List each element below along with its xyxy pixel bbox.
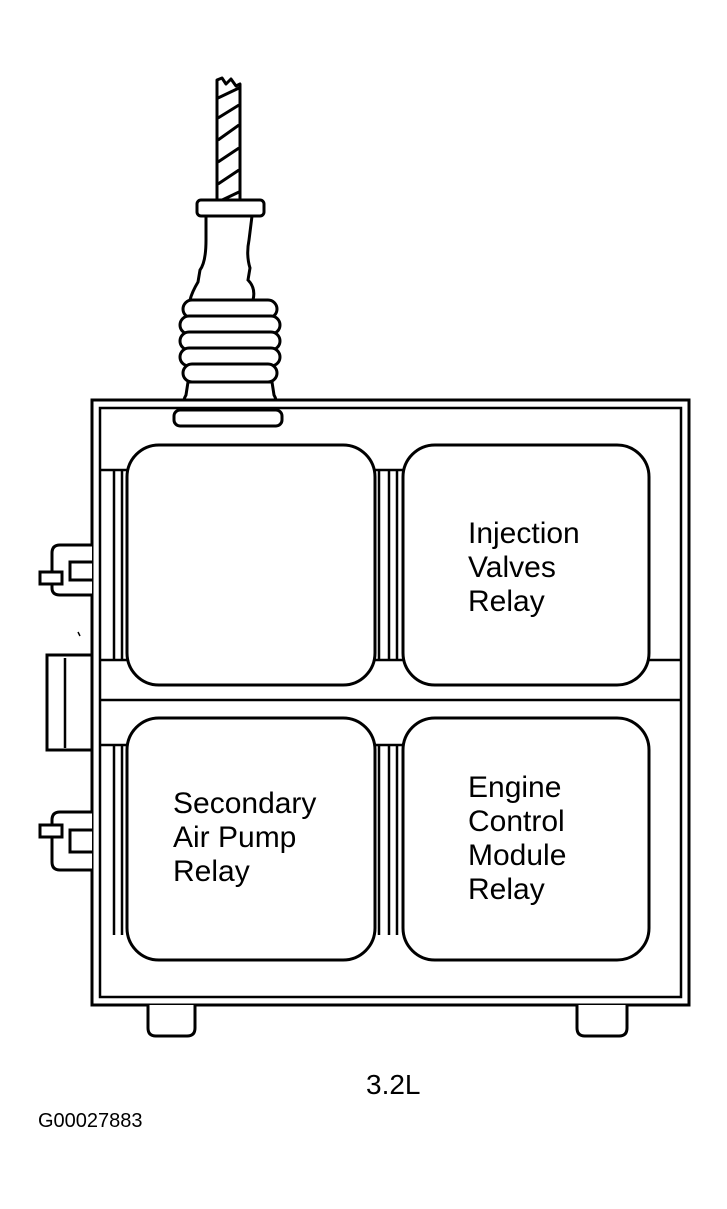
relay-bottom-left-line-3: Relay: [173, 855, 250, 888]
relay-top-left: [125, 443, 377, 687]
relay-top-right: Injection Valves Relay: [401, 443, 651, 687]
mount-bracket-upper: [38, 543, 92, 597]
relay-bottom-left: Secondary Air Pump Relay: [125, 716, 377, 962]
relay-bottom-right: Engine Control Module Relay: [401, 716, 651, 962]
relay-bottom-right-line-2: Control: [468, 805, 565, 838]
relay-bottom-left-line-2: Air Pump: [173, 821, 296, 854]
wire-cable: [215, 76, 242, 207]
relay-top-right-line-1: Injection: [468, 517, 580, 550]
relay-top-right-line-2: Valves: [468, 551, 556, 584]
relay-top-right-line-3: Relay: [468, 585, 545, 618]
mount-bracket-lower: [38, 810, 92, 872]
figure-id: G00027883: [38, 1110, 143, 1132]
stray-mark: [77, 631, 81, 637]
relay-rails: [100, 468, 404, 935]
relay-bottom-right-line-3: Module: [468, 839, 566, 872]
relay-bottom-right-line-4: Relay: [468, 873, 545, 906]
relay-bottom-left-line-1: Secondary: [173, 787, 316, 820]
mount-tab-middle: [45, 653, 94, 752]
relay-bottom-right-line-1: Engine: [468, 771, 561, 804]
box-feet: [146, 1005, 629, 1038]
connector-boot: [172, 198, 284, 428]
engine-label: 3.2L: [366, 1069, 421, 1100]
